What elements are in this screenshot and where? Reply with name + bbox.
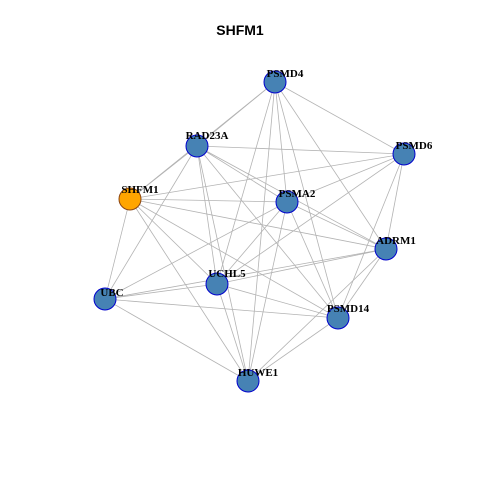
node-rad23a: RAD23A: [185, 130, 229, 158]
node-label: UCHL5: [208, 268, 246, 280]
edge-shfm1-psmd14: [129, 198, 339, 319]
node-label: ADRM1: [376, 235, 416, 247]
node-label: UBC: [100, 287, 123, 299]
edge-adrm1-huwe1: [247, 248, 387, 382]
edge-rad23a-psmd14: [196, 145, 339, 319]
node-circle: [236, 369, 260, 393]
node-label: PSMA2: [279, 188, 316, 200]
edge-shfm1-psma2: [129, 198, 288, 203]
edge-uchl5-huwe1: [216, 283, 249, 382]
edge-rad23a-psmd6: [196, 145, 405, 155]
node-psmd4: PSMD4: [263, 68, 304, 94]
node-label: PSMD4: [267, 68, 304, 80]
edge-rad23a-huwe1: [196, 145, 249, 382]
edge-shfm1-adrm1: [129, 198, 387, 250]
node-circle: [205, 272, 229, 296]
edge-shfm1-huwe1: [129, 198, 249, 382]
node-label: RAD23A: [186, 130, 229, 142]
edge-psmd6-shfm1: [129, 153, 405, 200]
edge-psmd14-huwe1: [247, 317, 339, 382]
edge-ubc-huwe1: [104, 298, 249, 382]
node-ubc: UBC: [93, 287, 124, 311]
node-circle: [185, 134, 209, 158]
edge-rad23a-ubc: [104, 145, 198, 300]
edge-psma2-uchl5: [216, 201, 288, 285]
node-shfm1: SHFM1: [118, 184, 159, 211]
edge-rad23a-uchl5: [196, 145, 218, 285]
edge-psmd6-adrm1: [385, 153, 405, 250]
node-adrm1: ADRM1: [374, 235, 416, 261]
edge-uchl5-psmd14: [216, 283, 339, 319]
edge-uchl5-ubc: [104, 283, 218, 300]
edge-adrm1-psmd14: [337, 248, 387, 319]
node-psmd14: PSMD14: [326, 303, 370, 330]
edge-psmd6-psma2: [286, 153, 405, 203]
edge-psma2-adrm1: [286, 201, 387, 250]
edge-psma2-huwe1: [247, 201, 288, 382]
node-psmd6: PSMD6: [392, 140, 433, 166]
edge-psmd4-psma2: [274, 81, 288, 203]
node-circle: [93, 287, 117, 311]
edge-adrm1-ubc: [104, 248, 387, 300]
node-label: SHFM1: [121, 184, 158, 196]
edge-adrm1-uchl5: [216, 248, 387, 285]
edge-psmd4-adrm1: [274, 81, 387, 250]
edge-psma2-psmd14: [286, 201, 339, 319]
edge-psma2-ubc: [104, 201, 288, 300]
edge-psmd4-psmd14: [274, 81, 339, 319]
edge-psmd4-psmd6: [274, 81, 405, 155]
edge-ubc-psmd14: [104, 298, 339, 319]
edge-shfm1-uchl5: [129, 198, 218, 285]
edge-layer: [104, 81, 405, 382]
node-label: PSMD6: [396, 140, 433, 152]
node-uchl5: UCHL5: [205, 268, 246, 296]
edge-psmd6-uchl5: [216, 153, 405, 285]
node-label: PSMD14: [327, 303, 370, 315]
node-label: HUWE1: [238, 367, 278, 379]
node-circle: [118, 187, 142, 211]
edge-rad23a-psma2: [196, 145, 288, 203]
node-psma2: PSMA2: [275, 188, 316, 214]
node-circle: [392, 142, 416, 166]
plot-title: SHFM1: [216, 22, 264, 38]
edge-shfm1-ubc: [104, 198, 131, 300]
node-circle: [374, 237, 398, 261]
node-circle: [326, 306, 350, 330]
node-circle: [263, 70, 287, 94]
edge-psmd6-psmd14: [337, 153, 405, 319]
edge-psmd4-uchl5: [216, 81, 276, 285]
node-huwe1: HUWE1: [236, 367, 278, 393]
node-circle: [275, 190, 299, 214]
edge-rad23a-shfm1: [129, 145, 198, 200]
